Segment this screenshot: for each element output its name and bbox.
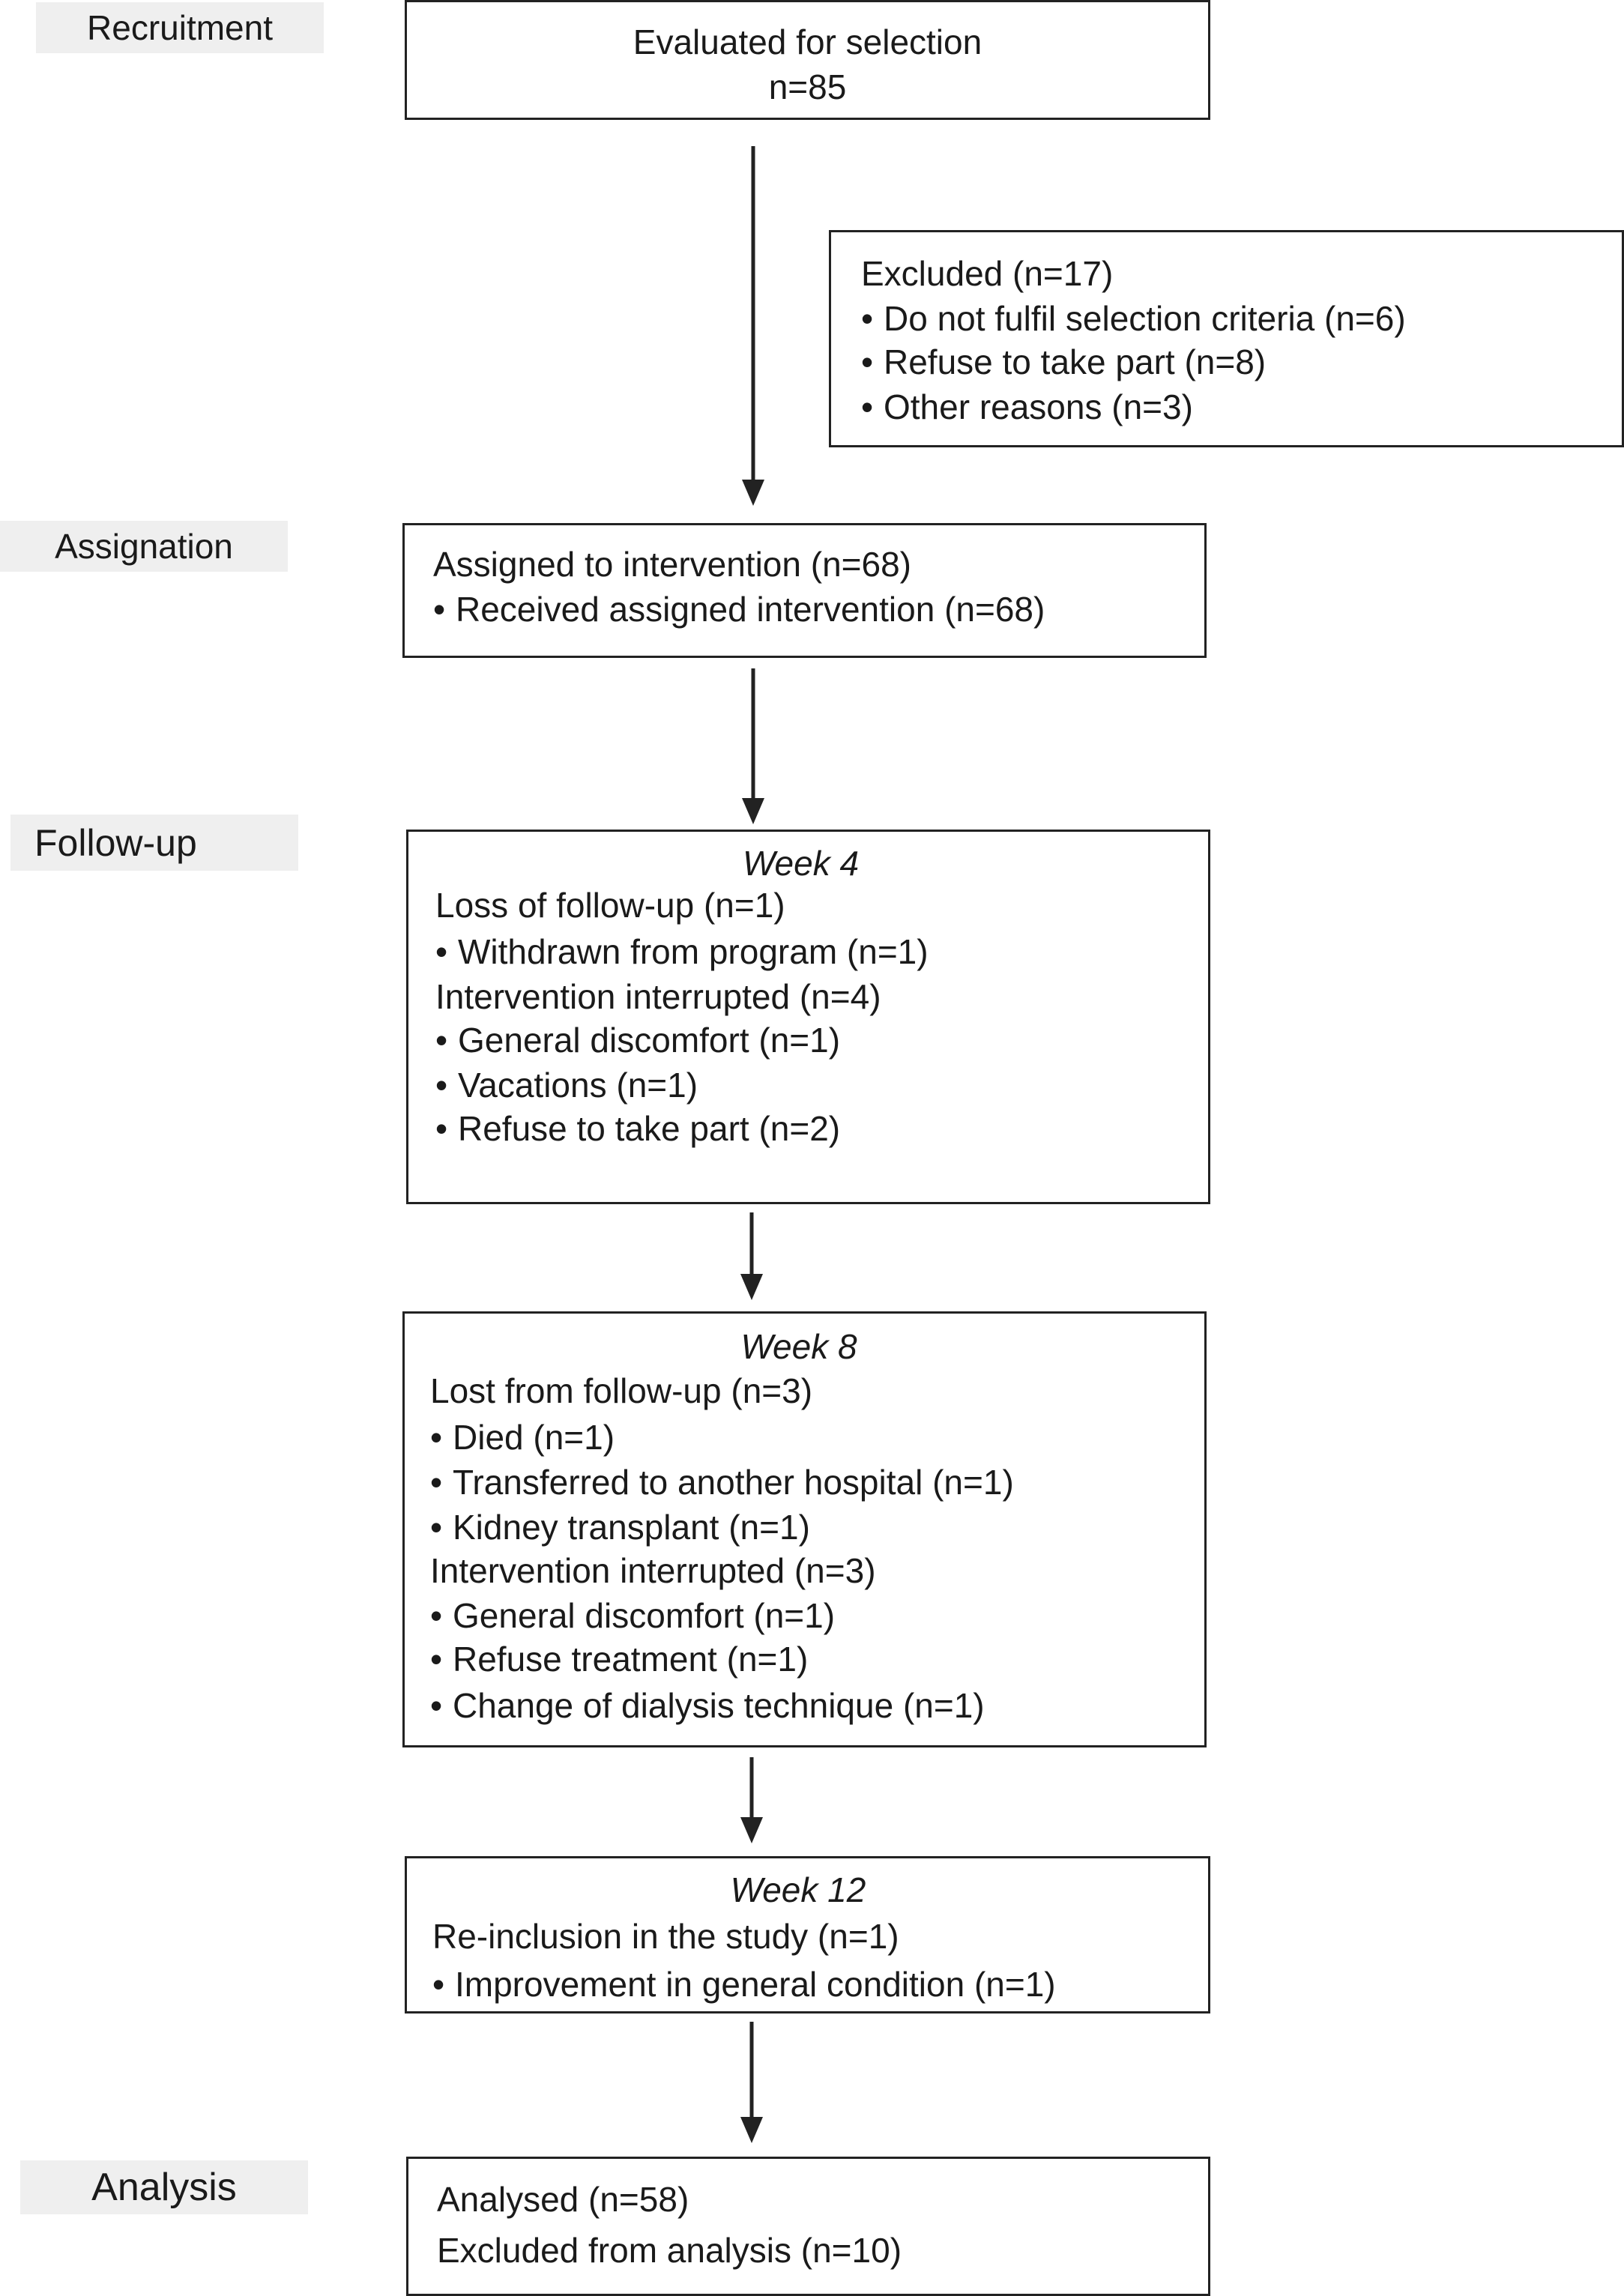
- assigned-box: Assigned to intervention (n=68) Received…: [402, 523, 1207, 658]
- evaluated-count: n=85: [768, 67, 847, 106]
- stage-label-analysis: Analysis: [20, 2160, 308, 2214]
- excluded-title: Excluded (n=17): [861, 254, 1114, 293]
- evaluated-title: Evaluated for selection: [633, 22, 982, 61]
- week8-loss-item: Kidney transplant (n=1): [430, 1505, 810, 1550]
- excluded-item: Refuse to take part (n=8): [861, 339, 1266, 384]
- week8-heading: Week 8: [740, 1327, 857, 1366]
- excluded-from-analysis: Excluded from analysis (n=10): [437, 2231, 902, 2270]
- stage-label-text: Follow-up: [34, 821, 197, 864]
- arrow-week8-to-week12: [740, 1757, 763, 1843]
- week8-loss-title: Lost from follow-up (n=3): [430, 1371, 813, 1410]
- week12-box: Week 12 Re-inclusion in the study (n=1) …: [405, 1856, 1210, 2013]
- week8-loss-item: Died (n=1): [430, 1415, 615, 1460]
- week12-heading: Week 12: [730, 1870, 866, 1909]
- excluded-box: Excluded (n=17) Do not fulfil selection …: [829, 230, 1624, 447]
- assigned-item: Received assigned intervention (n=68): [433, 587, 1045, 632]
- week12-item: Improvement in general condition (n=1): [432, 1962, 1056, 2007]
- assigned-title: Assigned to intervention (n=68): [433, 545, 912, 584]
- week4-loss-item: Withdrawn from program (n=1): [435, 929, 929, 974]
- analysed-count: Analysed (n=58): [437, 2180, 689, 2219]
- arrow-week12-to-analysis: [740, 2022, 763, 2143]
- week8-interrupted-title: Intervention interrupted (n=3): [430, 1551, 876, 1590]
- stage-label-assignation: Assignation: [0, 521, 288, 572]
- stage-label-followup: Follow-up: [10, 815, 298, 871]
- excluded-item: Other reasons (n=3): [861, 384, 1193, 429]
- week8-interrupted-item: General discomfort (n=1): [430, 1593, 835, 1638]
- stage-label-text: Assignation: [55, 527, 233, 566]
- week4-loss-title: Loss of follow-up (n=1): [435, 886, 785, 925]
- week4-box: Week 4 Loss of follow-up (n=1) Withdrawn…: [406, 830, 1210, 1204]
- week4-interrupted-item: Vacations (n=1): [435, 1063, 698, 1108]
- arrow-assignation-to-week4: [742, 668, 764, 824]
- week4-interrupted-item: General discomfort (n=1): [435, 1018, 840, 1063]
- week8-loss-item: Transferred to another hospital (n=1): [430, 1460, 1014, 1505]
- evaluated-box: Evaluated for selection n=85: [405, 0, 1210, 120]
- week4-interrupted-title: Intervention interrupted (n=4): [435, 977, 881, 1016]
- week8-interrupted-item: Refuse treatment (n=1): [430, 1637, 808, 1682]
- week4-heading: Week 4: [742, 844, 860, 883]
- week12-title: Re-inclusion in the study (n=1): [432, 1917, 899, 1956]
- stage-label-text: Analysis: [91, 2166, 237, 2209]
- arrow-recruitment-to-assignation: [742, 146, 764, 506]
- excluded-item: Do not fulfil selection criteria (n=6): [861, 296, 1406, 341]
- week8-interrupted-item: Change of dialysis technique (n=1): [430, 1683, 985, 1728]
- analysis-box: Analysed (n=58) Excluded from analysis (…: [406, 2157, 1210, 2296]
- arrow-week4-to-week8: [740, 1212, 763, 1300]
- stage-label-recruitment: Recruitment: [36, 2, 324, 53]
- stage-label-text: Recruitment: [87, 8, 273, 47]
- week8-box: Week 8 Lost from follow-up (n=3) Died (n…: [402, 1311, 1207, 1747]
- week4-interrupted-item: Refuse to take part (n=2): [435, 1106, 840, 1151]
